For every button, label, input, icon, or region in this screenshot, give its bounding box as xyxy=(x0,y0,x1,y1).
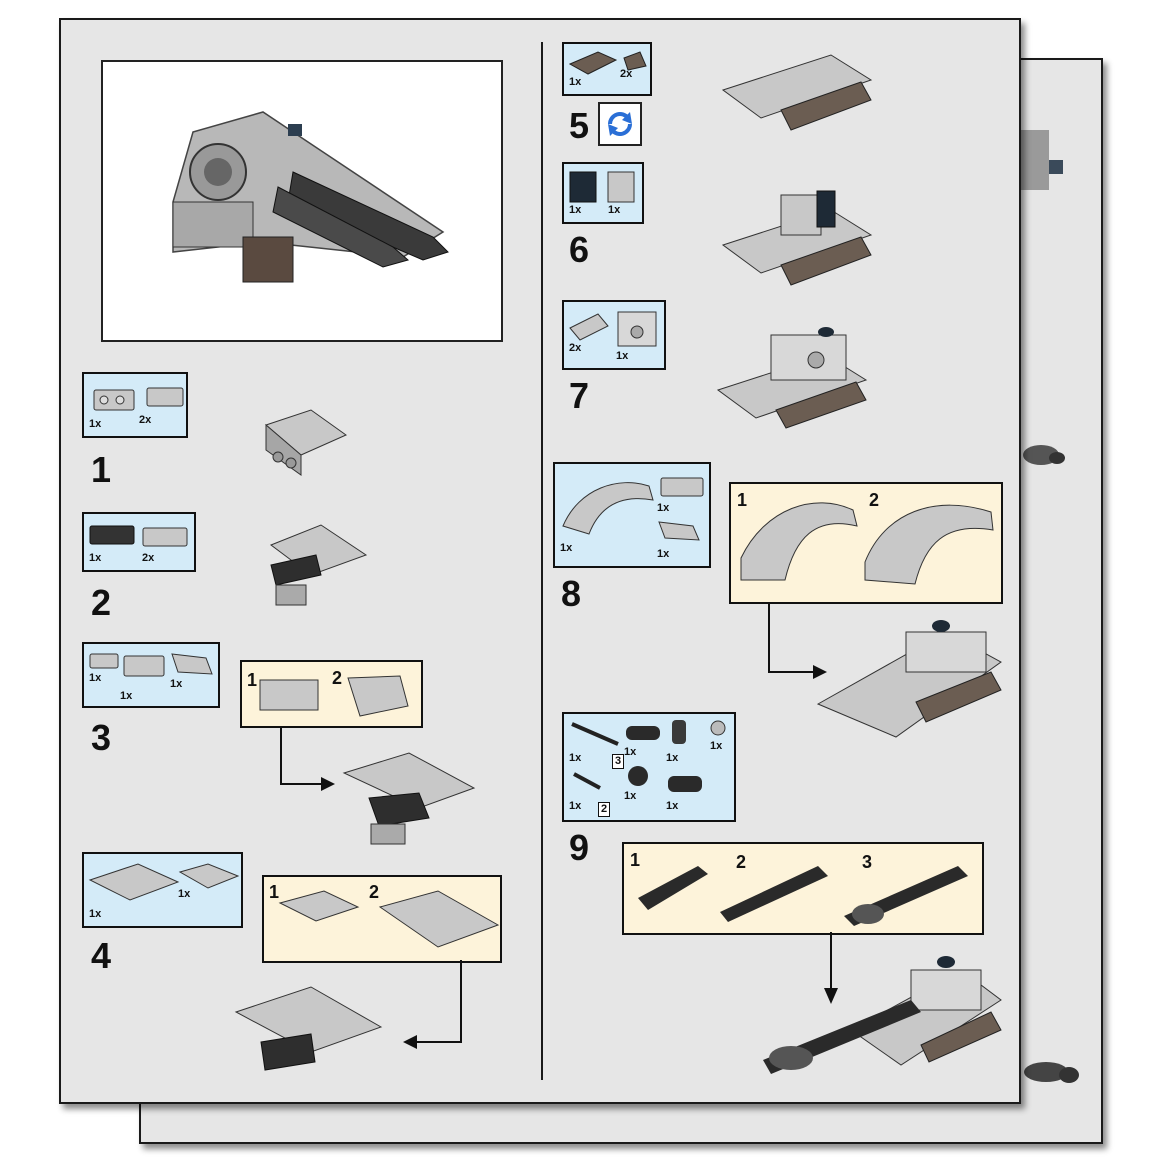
step-8-arrow xyxy=(768,602,827,679)
step-3-parts-icons xyxy=(89,653,213,677)
rotate-model-icon xyxy=(598,102,642,146)
step-9-sub-1: 1 xyxy=(630,850,641,870)
step-9-qty-d: 1x xyxy=(710,740,723,752)
step-7-build-result xyxy=(716,327,868,429)
step-6-build-result xyxy=(721,190,873,286)
step-4-sub-1: 1 xyxy=(269,882,280,902)
step-9-arrow xyxy=(824,932,838,1004)
step-3-qty-a: 1x xyxy=(89,672,102,684)
step-8-qty-b: 1x xyxy=(657,502,670,514)
step-1-qty-b: 2x xyxy=(139,414,152,426)
step-9-sub-images xyxy=(638,866,968,926)
step-5-qty-b: 2x xyxy=(620,68,633,80)
step-1-number: 1 xyxy=(91,449,112,490)
step-8-parts-icons xyxy=(562,477,704,541)
step-8-number: 8 xyxy=(561,573,582,614)
step-6-parts-icons xyxy=(569,171,635,203)
step-3-qty-b: 1x xyxy=(120,690,133,702)
step-9-qty-f: 1x xyxy=(624,790,637,802)
back-page-model-peek xyxy=(1019,130,1063,190)
step-7-parts-list: 2x 1x xyxy=(562,300,666,370)
instruction-page: 1x 2x 1 1x 2x 2 1x 1x 1x 3 1 2 xyxy=(59,18,1021,1104)
step-9-subassembly: 1 2 3 xyxy=(622,842,984,935)
step-8-subassembly: 1 2 xyxy=(729,482,1003,604)
step-2-parts-icons xyxy=(89,525,188,547)
step-3-qty-c: 1x xyxy=(170,678,183,690)
column-divider xyxy=(541,42,543,1080)
step-1-parts-icons xyxy=(93,387,184,411)
step-9-sub-3: 3 xyxy=(862,852,873,872)
step-3-subassembly: 1 2 xyxy=(240,660,423,728)
step-9-qty-b: 1x xyxy=(624,746,637,758)
step-7-qty-a: 2x xyxy=(569,342,582,354)
step-9-qty-a: 1x xyxy=(569,752,582,764)
step-4-parts-list: 1x 1x xyxy=(82,852,243,928)
step-9-qty-e: 1x xyxy=(569,800,582,812)
step-5-build-result xyxy=(721,54,873,131)
step-9-number: 9 xyxy=(569,827,590,868)
step-5-parts-icons xyxy=(568,51,647,75)
step-2-build-result xyxy=(269,524,368,606)
step-9-qty-g: 1x xyxy=(666,800,679,812)
step-8-qty-a: 1x xyxy=(560,542,573,554)
step-8-parts-list: 1x 1x 1x xyxy=(553,462,711,568)
step-8-build-result xyxy=(816,620,1002,738)
step-6-qty-a: 1x xyxy=(569,204,582,216)
step-8-sub-2: 2 xyxy=(869,490,880,510)
step-3-number: 3 xyxy=(91,717,112,758)
step-9-build-result xyxy=(763,956,1002,1074)
step-5-number: 5 xyxy=(569,105,590,146)
step-4-sub-images xyxy=(278,890,500,948)
step-6-qty-b: 1x xyxy=(608,204,621,216)
step-2-qty-a: 1x xyxy=(89,552,102,564)
step-7-number: 7 xyxy=(569,375,590,416)
step-6-parts-list: 1x 1x xyxy=(562,162,644,224)
step-3-build-result xyxy=(342,752,476,845)
step-3-sub-images xyxy=(259,675,409,717)
step-4-parts-icons xyxy=(88,863,240,901)
step-5-parts-list: 1x 2x xyxy=(562,42,652,96)
step-1-parts-list: 1x 2x xyxy=(82,372,188,438)
step-8-sub-1: 1 xyxy=(737,490,748,510)
step-9-count-box-3: 3 xyxy=(612,754,624,769)
step-2-qty-b: 2x xyxy=(142,552,155,564)
step-7-parts-icons xyxy=(569,311,657,347)
step-9-count-box-2: 2 xyxy=(598,802,610,817)
step-2-number: 2 xyxy=(91,582,112,623)
step-4-number: 4 xyxy=(91,935,112,976)
step-9-qty-c: 1x xyxy=(666,752,679,764)
step-4-sub-2: 2 xyxy=(369,882,380,902)
step-8-sub-images xyxy=(740,502,994,585)
step-4-arrow xyxy=(403,960,462,1049)
step-3-sub-2: 2 xyxy=(332,668,343,688)
step-1-build-result xyxy=(265,409,348,476)
step-4-build-result xyxy=(234,986,383,1071)
back-page-part-peek-2 xyxy=(1024,1062,1079,1083)
step-2-parts-list: 1x 2x xyxy=(82,512,196,572)
step-4-qty-b: 1x xyxy=(178,888,191,900)
back-page-part-peek xyxy=(1023,445,1065,465)
step-9-parts-list: 1x 1x 1x 1x 1x 1x 1x 3 2 xyxy=(562,712,736,822)
step-4-qty-a: 1x xyxy=(89,908,102,920)
step-3-arrow xyxy=(280,726,335,791)
step-8-qty-c: 1x xyxy=(657,548,670,560)
step-7-qty-b: 1x xyxy=(616,350,629,362)
spaceship-model-image xyxy=(172,111,449,283)
step-3-parts-list: 1x 1x 1x xyxy=(82,642,220,708)
step-6-number: 6 xyxy=(569,229,590,270)
step-5-qty-a: 1x xyxy=(569,76,582,88)
step-9-sub-2: 2 xyxy=(736,852,747,872)
step-3-sub-1: 1 xyxy=(247,670,258,690)
step-4-subassembly: 1 2 xyxy=(262,875,502,963)
step-1-qty-a: 1x xyxy=(89,418,102,430)
final-model-preview xyxy=(101,60,503,342)
step-9-parts-icons xyxy=(571,720,726,792)
